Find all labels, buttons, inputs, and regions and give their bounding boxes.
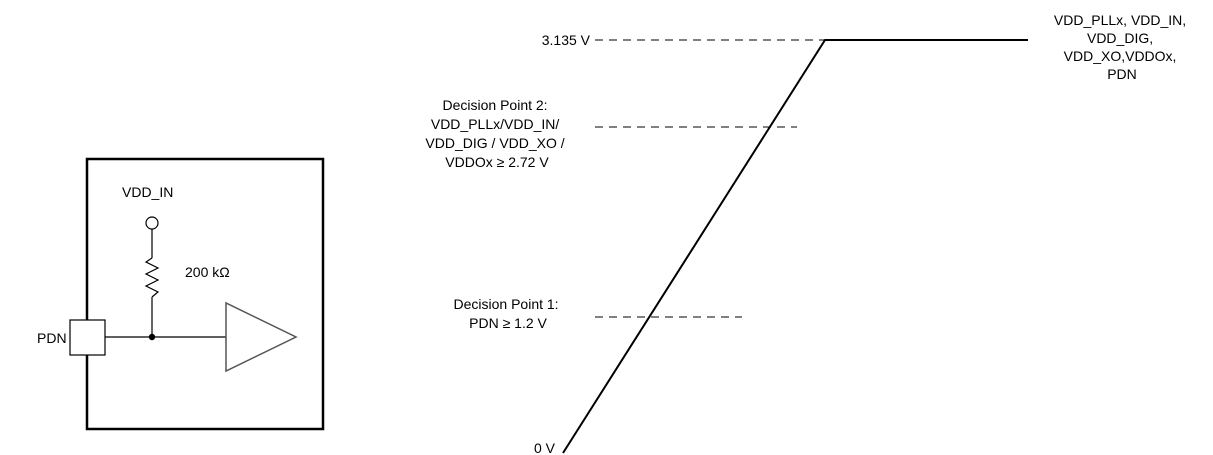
device-boundary <box>85 157 325 431</box>
pdn-circuit: VDD_IN 200 kΩ PDN <box>37 157 325 431</box>
decision-point-1-label: Decision Point 1: PDN ≥ 1.2 V <box>454 296 563 331</box>
resistor-icon <box>144 257 160 298</box>
pin-label: PDN <box>37 330 67 346</box>
buffer-icon <box>225 301 298 373</box>
supply-ramp-waveform <box>562 39 1028 454</box>
v-zero-label: 0 V <box>534 440 556 455</box>
decision-point-2-label: Decision Point 2: VDD_PLLx/VDD_IN/ VDD_D… <box>425 97 568 170</box>
v-high-label: 3.135 V <box>542 32 591 48</box>
supply-label: VDD_IN <box>122 184 173 200</box>
pdn-pin-pad <box>69 319 106 356</box>
supply-rails-label: VDD_PLLx, VDD_IN, VDD_DIG, VDD_XO,VDDOx,… <box>1054 12 1190 82</box>
power-up-timing: 3.135 V Decision Point 2: VDD_PLLx/VDD_I… <box>425 12 1190 455</box>
supply-terminal-icon <box>145 216 159 230</box>
resistor-label: 200 kΩ <box>185 264 230 280</box>
